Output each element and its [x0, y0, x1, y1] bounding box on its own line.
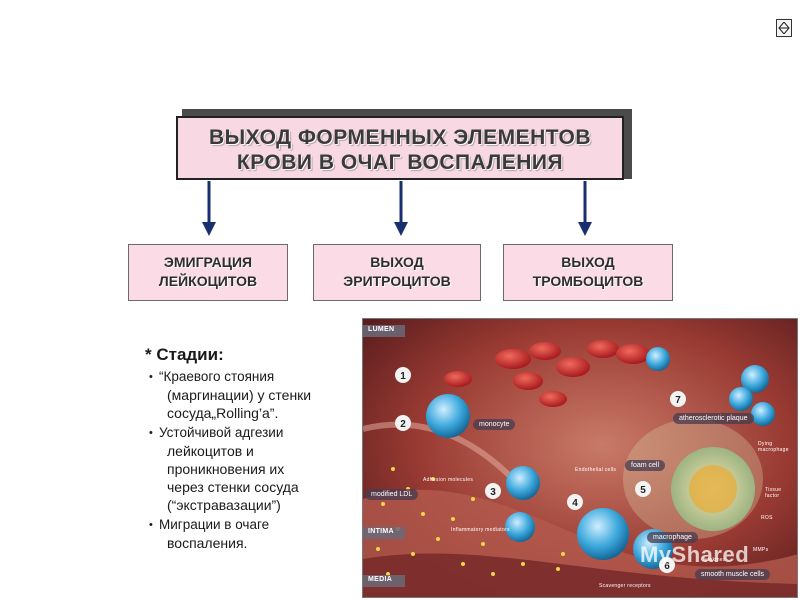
svg-text:2: 2 [400, 419, 406, 430]
stage-3-line-2: воспаления. [167, 535, 248, 551]
stage-1-line-3: сосуда„Rolling’a”. [167, 405, 279, 421]
stage-marker-2: 2 [395, 415, 411, 431]
layer-lumen: LUMEN [368, 326, 395, 333]
stage-marker-7: 7 [670, 391, 686, 407]
stage-2-line-2: лейкоцитов и [167, 443, 254, 459]
box-3-line-1: ВЫХОД [561, 254, 615, 270]
navigation-icon[interactable] [776, 19, 792, 37]
stages-list: * Стадии: “Краевого стояния (маргинации)… [145, 346, 360, 554]
box-2-line-1: ВЫХОД [370, 254, 424, 270]
box-1-line-1: ЭМИГРАЦИЯ [163, 254, 253, 270]
stage-item-margination: “Краевого стояния (маргинации) у стенки … [145, 368, 360, 422]
label-ros: ROS [761, 515, 773, 521]
svg-text:6: 6 [664, 561, 670, 572]
label-mmps: MMPs [753, 547, 769, 553]
label-adhesion: Adhesion molecules [423, 477, 474, 483]
svg-text:5: 5 [640, 485, 646, 496]
layer-intima: INTIMA [368, 528, 394, 535]
title-line-1: ВЫХОД ФОРМЕННЫХ ЭЛЕМЕНТОВ [208, 126, 592, 149]
arrow-middle [394, 181, 408, 236]
tag-atherosclerotic-plaque: atherosclerotic plaque [673, 413, 754, 424]
stage-marker-1: 1 [395, 367, 411, 383]
label-dying-macrophage: Dying macrophage [758, 441, 789, 453]
tag-smooth-muscle-cells: smooth muscle cells [695, 569, 771, 580]
inflammation-illustration: 1 2 3 4 5 6 7 LUMEN INTIMA MEDIA monocyt… [362, 318, 798, 598]
tag-modified-ldl: modified LDL [365, 489, 419, 500]
title-line-2: КРОВИ В ОЧАГ ВОСПАЛЕНИЯ [236, 151, 564, 174]
box-2-line-2: ЭРИТРОЦИТОВ [343, 273, 451, 289]
stages-heading: * Стадии: [145, 345, 224, 364]
svg-text:1: 1 [400, 371, 406, 382]
tag-foam-cell: foam cell [625, 460, 666, 471]
label-cytokines: Cytokines [701, 557, 726, 563]
label-scavenger: Scavenger receptors [599, 583, 651, 589]
stage-item-migration: Миграции в очаге воспаления. [145, 516, 360, 552]
svg-text:4: 4 [572, 498, 578, 509]
box-1-line-2: ЛЕЙКОЦИТОВ [158, 273, 258, 289]
thrombocyte-exit-box: ВЫХОД ТРОМБОЦИТОВ [503, 244, 673, 301]
stage-2-line-1: Устойчивой адгезии [159, 425, 284, 440]
stage-marker-3: 3 [485, 483, 501, 499]
title-box: ВЫХОД ФОРМЕННЫХ ЭЛЕМЕНТОВ КРОВИ В ОЧАГ В… [176, 116, 624, 180]
leukocyte-emigration-box: ЭМИГРАЦИЯ ЛЕЙКОЦИТОВ [128, 244, 288, 301]
label-endothelial: Endothelial cells [575, 467, 617, 473]
watermark: MyShared [640, 542, 750, 567]
stage-2-line-5: (“экстравазации”) [167, 497, 281, 513]
stage-marker-6: 6 [659, 557, 675, 573]
stage-item-adhesion: Устойчивой адгезии лейкоцитов и проникно… [145, 424, 360, 514]
label-tissue-factor: Tissue factor [765, 487, 782, 499]
tag-macrophage: macrophage [647, 532, 698, 543]
stage-marker-5: 5 [635, 481, 651, 497]
stage-1-line-2: (маргинации) у стенки [167, 387, 312, 403]
stage-3-line-1: Миграции в очаге [159, 517, 270, 532]
svg-text:7: 7 [675, 395, 681, 406]
arrow-left [202, 181, 216, 236]
box-3-line-2: ТРОМБОЦИТОВ [532, 273, 644, 289]
svg-text:3: 3 [490, 487, 496, 498]
tag-monocyte: monocyte [473, 419, 516, 430]
arrow-right [578, 181, 592, 236]
label-inflammatory: Inflammatory mediators [451, 527, 510, 533]
stage-1-line-1: “Краевого стояния [159, 369, 275, 384]
erythrocyte-exit-box: ВЫХОД ЭРИТРОЦИТОВ [313, 244, 481, 301]
layer-media: MEDIA [368, 576, 393, 583]
stage-marker-4: 4 [567, 494, 583, 510]
stage-2-line-4: через стенки сосуда [167, 479, 299, 495]
stage-2-line-3: проникновения их [167, 461, 285, 477]
